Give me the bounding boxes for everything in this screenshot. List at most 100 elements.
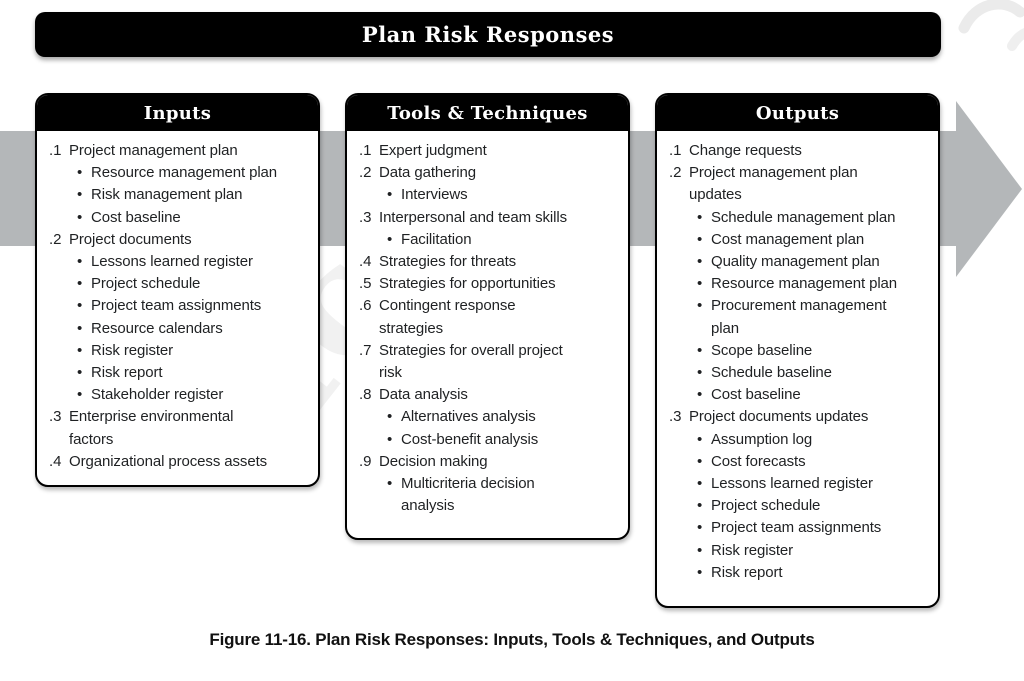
bullet-text: Lessons learned register: [91, 253, 253, 271]
watermark-arc-icon: [958, 0, 1024, 51]
bullet-item: • Resource management plan: [667, 273, 932, 295]
bullet-text: Cost forecasts: [711, 452, 806, 470]
bullet-icon: •: [697, 208, 703, 226]
bullet-item: • Cost forecasts: [667, 451, 932, 473]
item-text: Data analysis: [379, 386, 468, 404]
bullet-item: •Resource management plan: [47, 162, 312, 184]
bullet-icon: •: [77, 297, 83, 315]
figure-caption: Figure 11-16. Plan Risk Responses: Input…: [209, 630, 815, 649]
bullet-item: • Interviews: [357, 184, 622, 206]
bullet-text: Cost baseline: [711, 386, 801, 404]
bullet-icon: •: [697, 230, 703, 248]
bullet-text: Interviews: [401, 186, 468, 204]
item-number: .6: [359, 297, 372, 315]
bullet-item: • Assumption log: [667, 429, 932, 451]
bullet-icon: •: [387, 186, 393, 204]
tools-techniques-header: Tools & Techniques: [347, 95, 628, 131]
item-number: .3: [359, 208, 372, 226]
bullet-icon: •: [387, 230, 393, 248]
bullet-text: Risk register: [91, 341, 174, 359]
item-text: Project documents: [69, 230, 192, 248]
bullet-icon: •: [697, 563, 703, 581]
bullet-item: • Scope baseline: [667, 340, 932, 362]
bullet-item: •Lessons learned register: [667, 473, 932, 495]
bullet-icon: •: [77, 186, 83, 204]
outputs-header: Outputs: [657, 95, 938, 131]
bullet-icon: •: [697, 452, 703, 470]
bullet-text: Project team assignments: [711, 519, 882, 537]
bullet-item: •Cost baseline: [667, 384, 932, 406]
bullet-text: Risk register: [711, 541, 794, 559]
bullet-icon: •: [387, 430, 393, 448]
item-text: Organizational process assets: [69, 452, 268, 470]
bullet-text: Risk management plan: [91, 186, 243, 204]
bullet-item: •Project schedule: [667, 495, 932, 517]
item-number: .3: [49, 408, 62, 426]
inputs-header-label: Inputs: [143, 102, 212, 124]
bullet-icon: •: [77, 364, 83, 382]
bullet-icon: •: [697, 297, 703, 315]
flow-arrow-head-icon: [956, 101, 1022, 277]
bullet-item: • Schedule management plan: [667, 207, 932, 229]
bullet-item: • Risk management plan: [47, 184, 312, 206]
item-text: Decision making: [379, 452, 488, 470]
bullet-item: •Risk register: [667, 540, 932, 562]
item-number: .3: [669, 408, 682, 426]
bullet-icon: •: [697, 275, 703, 293]
bullet-icon: •: [77, 253, 83, 271]
bullet-item: •Stakeholder register: [47, 384, 312, 406]
bullet-item: •Quality management plan: [667, 251, 932, 273]
bullet-icon: •: [77, 386, 83, 404]
bullet-text: Alternatives analysis: [401, 408, 536, 426]
item-number: .2: [49, 230, 62, 248]
bullet-item: • Risk register: [47, 340, 312, 362]
bullet-icon: •: [387, 408, 393, 426]
item-number: .5: [359, 275, 372, 293]
bullet-icon: •: [77, 341, 83, 359]
item-text: Strategies for threats: [379, 253, 517, 271]
bullet-text: Resource management plan: [711, 275, 898, 293]
bullet-text: Schedule management plan: [711, 208, 896, 226]
bullet-text: Project schedule: [711, 497, 821, 515]
bullet-text: Project team assignments: [91, 297, 262, 315]
bullet-text: Assumption log: [711, 430, 813, 448]
bullet-icon: •: [77, 319, 83, 337]
item-number: .8: [359, 386, 372, 404]
item-text: Project documents updates: [689, 408, 869, 426]
bullet-icon: •: [697, 341, 703, 359]
inputs-header: Inputs: [37, 95, 318, 131]
item-number: .7: [359, 341, 372, 359]
bullet-item: • Cost baseline: [47, 207, 312, 229]
process-title-bar: Plan Risk Responses: [35, 12, 941, 57]
bullet-icon: •: [77, 208, 83, 226]
bullet-text: Cost baseline: [91, 208, 181, 226]
item-number: .2: [359, 164, 372, 182]
bullet-icon: •: [697, 430, 703, 448]
bullet-item: •Cost-benefit analysis: [357, 429, 622, 451]
bullet-icon: •: [697, 364, 703, 382]
bullet-text: Scope baseline: [711, 341, 813, 359]
bullet-item: • Lessons learned register: [47, 251, 312, 273]
bullet-text: Cost management plan: [711, 230, 865, 248]
bullet-text: Resource calendars: [91, 319, 223, 337]
bullet-item: • Project team assignments: [47, 295, 312, 317]
